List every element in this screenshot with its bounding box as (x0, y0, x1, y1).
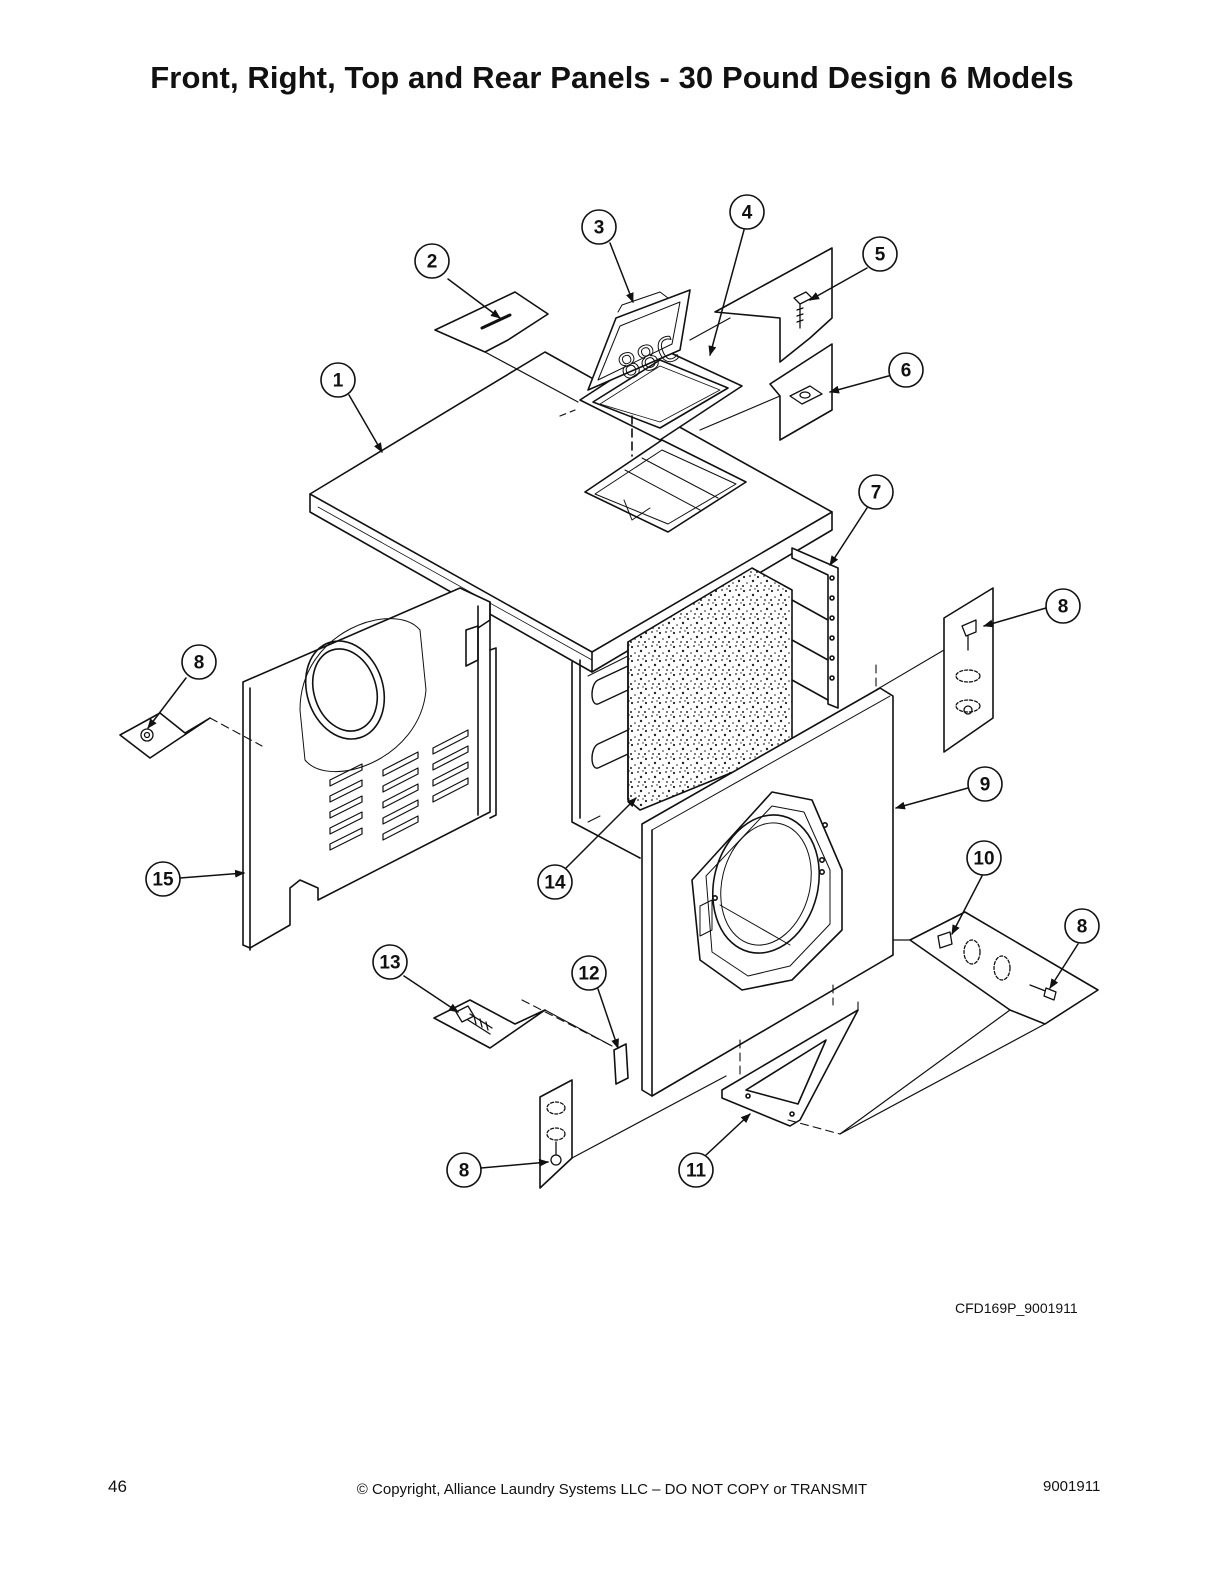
zone-leaders (571, 939, 1046, 1159)
detail-zone-6 (769, 343, 833, 441)
callout-3-label: 3 (594, 218, 605, 239)
control-bezel (579, 347, 743, 441)
detail-zone-13 (433, 999, 546, 1049)
callout-14-label: 14 (544, 873, 566, 894)
detail-zone-2 (434, 291, 549, 353)
callout-4-label: 4 (742, 203, 753, 224)
callout-5 (862, 236, 898, 272)
callout-9 (967, 766, 1003, 802)
control-cutout (584, 439, 747, 533)
side-bracket (791, 547, 839, 709)
detail-zone-8-right (943, 587, 994, 753)
callout-6-label: 6 (901, 361, 912, 382)
cabinet-frame (571, 655, 641, 859)
detail-zone-5 (714, 247, 833, 363)
bottom-bracket (721, 1009, 859, 1127)
callout-11 (678, 1152, 714, 1188)
callout-13-label: 13 (379, 953, 400, 974)
callout-1-label: 1 (333, 371, 344, 392)
callout-3 (581, 209, 617, 245)
rear-panel-louvers (329, 729, 469, 851)
callout-8d (446, 1152, 482, 1188)
callout-2 (414, 243, 450, 279)
callout-6 (888, 352, 924, 388)
callout-8b (1045, 588, 1081, 624)
callout-2-label: 2 (427, 252, 438, 273)
callout-12-label: 12 (578, 964, 599, 985)
callout-13 (372, 944, 408, 980)
callout-8d-label: 8 (459, 1161, 470, 1182)
callout-leaders (147, 229, 1079, 1169)
callout-15 (145, 861, 181, 897)
callout-15-label: 15 (152, 870, 174, 891)
callout-10 (966, 840, 1002, 876)
detail-zone-8-bottom (539, 1079, 573, 1189)
callout-bubbles (145, 194, 1100, 1188)
detail-zone-8-left (119, 712, 211, 759)
callout-10-label: 10 (973, 849, 994, 870)
page-title: Front, Right, Top and Rear Panels - 30 P… (150, 60, 1074, 95)
callout-9-label: 9 (980, 775, 991, 796)
callout-7-label: 7 (871, 483, 882, 504)
callout-8c-label: 8 (1077, 917, 1088, 938)
callout-14 (537, 864, 573, 900)
drawing-code: CFD169P_9001911 (955, 1300, 1078, 1316)
callout-5-label: 5 (875, 245, 886, 266)
detail-zone-10-8 (909, 911, 1099, 1025)
page-number: 46 (108, 1477, 127, 1496)
callout-1 (320, 362, 356, 398)
callout-12 (571, 955, 607, 991)
callout-11-label: 11 (686, 1161, 707, 1182)
rear-panel (242, 587, 497, 951)
panel-clip (613, 1043, 629, 1085)
fastener-drawings (140, 291, 1057, 1166)
callout-labels: 1 2 3 4 5 6 7 8 8 9 10 8 15 14 13 12 8 1… (152, 203, 1087, 1182)
callout-7 (858, 474, 894, 510)
callout-8b-label: 8 (1058, 597, 1069, 618)
callout-8a (181, 644, 217, 680)
frame-handles (591, 665, 629, 769)
callout-4 (729, 194, 765, 230)
callout-8c (1064, 908, 1100, 944)
callout-8a-label: 8 (194, 653, 205, 674)
copyright-notice: © Copyright, Alliance Laundry Systems LL… (356, 1481, 868, 1498)
assembly-lines (209, 649, 945, 1135)
document-number: 9001911 (1043, 1478, 1101, 1495)
